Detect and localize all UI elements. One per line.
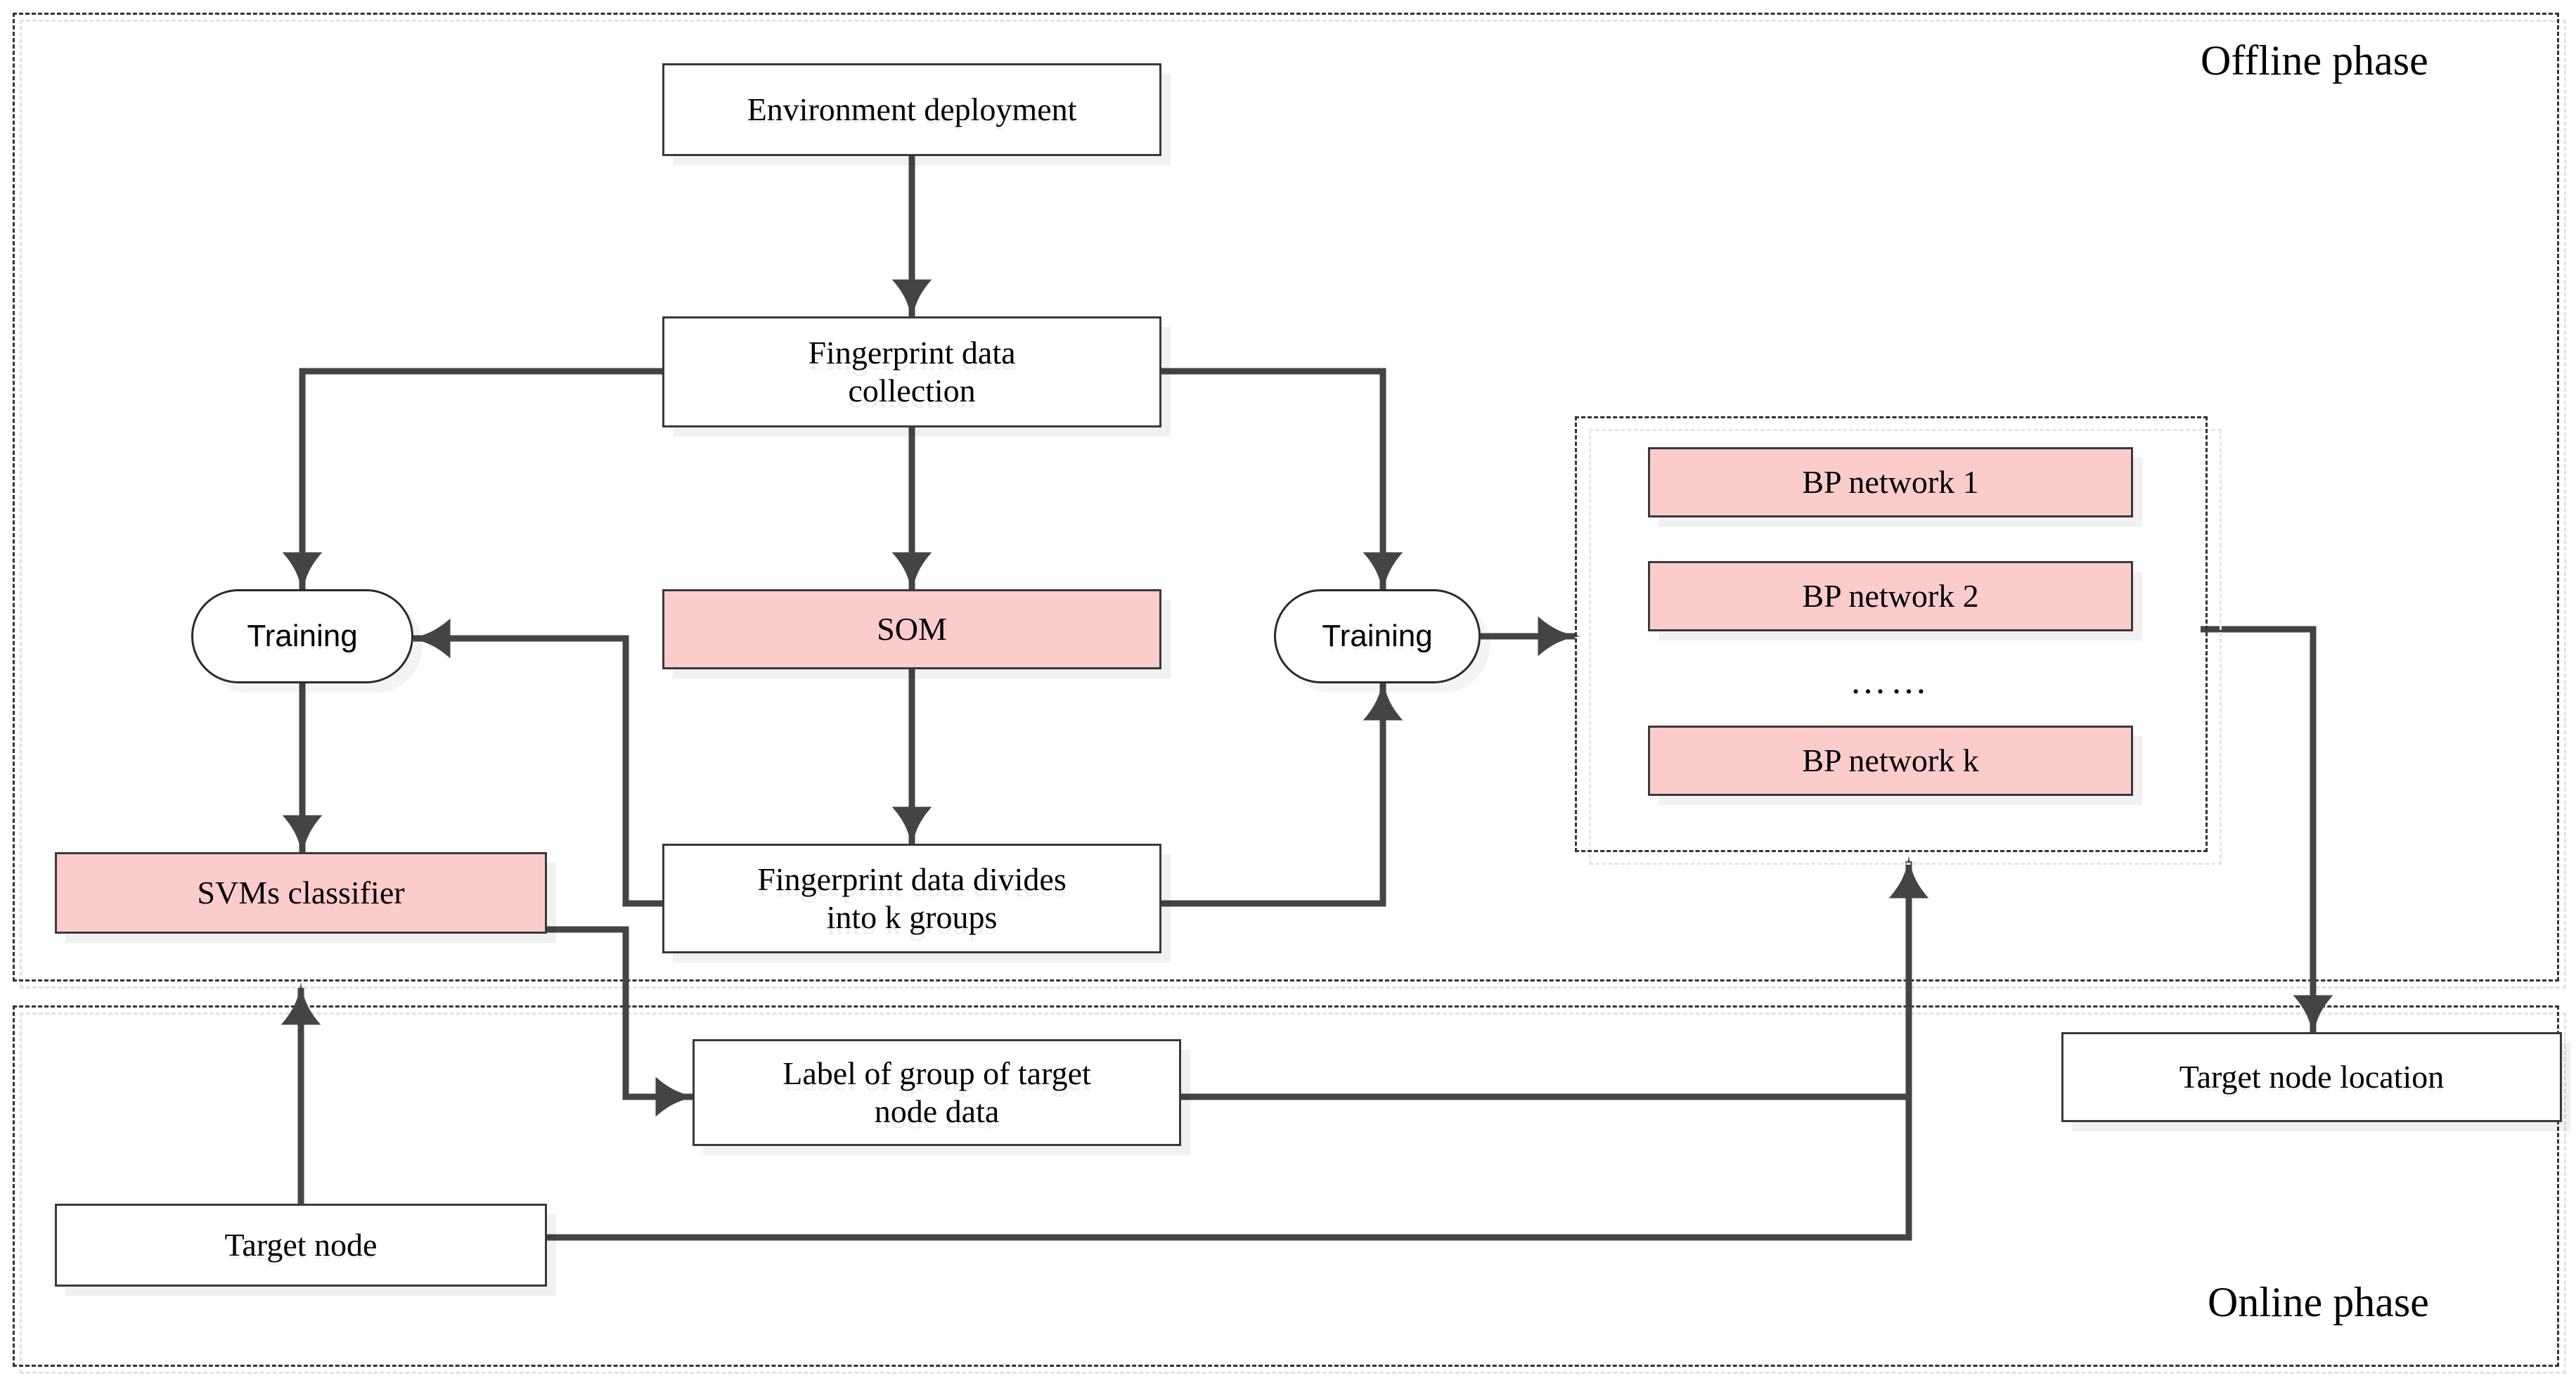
bp-group-panel-shadow bbox=[1589, 429, 2222, 865]
node-label-of-group-label: Label of group of target node data bbox=[783, 1055, 1091, 1129]
node-svms-classifier[interactable]: SVMs classifier SVMs classifier bbox=[55, 852, 547, 934]
bp-group-panel bbox=[1575, 416, 2208, 852]
node-target-node-location-label: Target node location bbox=[2179, 1058, 2445, 1095]
edge-divides-to-training-left bbox=[407, 618, 662, 907]
offline-phase-frame bbox=[13, 13, 2559, 982]
node-fingerprint-collection-label: Fingerprint data collection bbox=[808, 334, 1016, 408]
node-fingerprint-divides[interactable]: Fingerprint data divides into k groups F… bbox=[662, 844, 1161, 953]
bp-network-2[interactable]: BP network 2 bbox=[1648, 561, 2133, 631]
bp-network-k-label: BP network k bbox=[1802, 742, 1979, 778]
node-training-right-label: Training bbox=[1322, 619, 1433, 654]
online-phase-frame-shadow bbox=[20, 1012, 2566, 1374]
node-environment-deployment[interactable]: Environment deployment Environment deplo… bbox=[662, 63, 1161, 156]
edge-svms-to-label-of-group bbox=[547, 926, 699, 1117]
bp-network-1[interactable]: BP network 1 bbox=[1648, 447, 2133, 517]
bp-network-1-label: BP network 1 bbox=[1802, 463, 1979, 500]
bp-network-k[interactable]: BP network k bbox=[1648, 726, 2133, 796]
offline-phase-frame-shadow bbox=[20, 20, 2566, 989]
node-som-label: SOM bbox=[877, 610, 947, 647]
node-fingerprint-collection[interactable]: Fingerprint data collection Fingerprint … bbox=[662, 316, 1161, 427]
node-target-node[interactable]: Target node Target node bbox=[55, 1204, 547, 1287]
online-phase-frame bbox=[13, 1005, 2559, 1367]
node-som[interactable]: SOM SOM bbox=[662, 589, 1161, 669]
node-target-node-location[interactable]: Target node location Target node locatio… bbox=[2061, 1032, 2562, 1122]
edge-collection-to-training-right bbox=[1160, 368, 1403, 596]
node-label-of-group[interactable]: Label of group of target node data Label… bbox=[693, 1039, 1181, 1146]
edge-bp-group-to-target-location bbox=[2201, 626, 2333, 1038]
node-training-right[interactable]: Training Training bbox=[1274, 589, 1481, 683]
node-fingerprint-divides-label: Fingerprint data divides into k groups bbox=[757, 861, 1067, 935]
edge-divides-to-training-right bbox=[1160, 677, 1403, 907]
offline-phase-label: Offline phase bbox=[2201, 37, 2428, 84]
bp-group-ellipsis: …… bbox=[1850, 662, 1931, 702]
edge-target-node-to-bp-group bbox=[547, 855, 1929, 1241]
bp-network-2-label: BP network 2 bbox=[1802, 577, 1979, 614]
node-target-node-label: Target node bbox=[224, 1226, 378, 1263]
edge-collection-to-training-left bbox=[282, 368, 662, 596]
node-svms-classifier-label: SVMs classifier bbox=[197, 874, 405, 910]
online-phase-label: Online phase bbox=[2208, 1279, 2429, 1325]
node-training-left-label: Training bbox=[247, 619, 358, 654]
node-environment-deployment-label: Environment deployment bbox=[747, 91, 1077, 127]
node-training-left[interactable]: Training Training bbox=[191, 589, 413, 683]
